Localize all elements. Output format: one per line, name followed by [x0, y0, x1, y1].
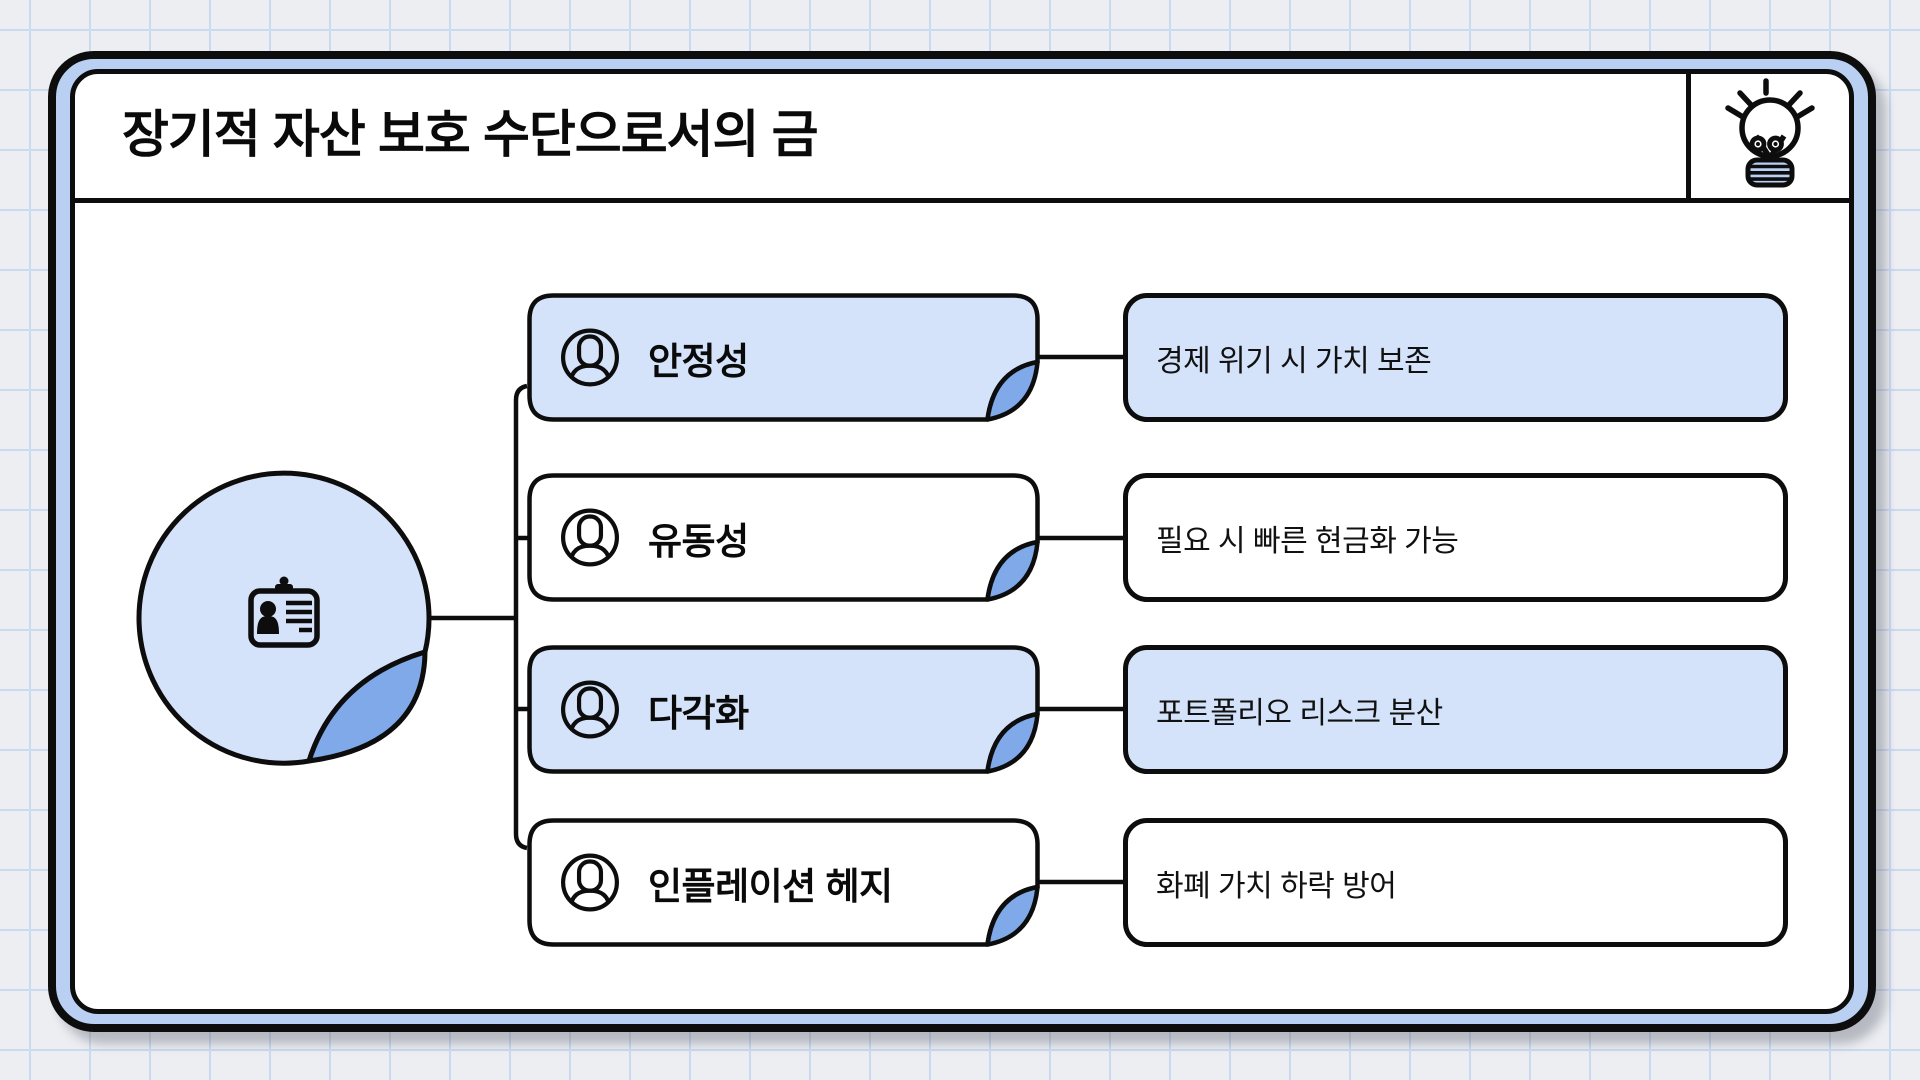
node-label: 다각화 — [648, 692, 749, 734]
node-label: 유동성 — [648, 520, 749, 562]
fold-corner — [985, 539, 1040, 602]
header-icon-divider — [1686, 72, 1691, 203]
center-circle — [136, 470, 432, 766]
desc-box: 필요 시 빠른 현금화 가능 — [1123, 473, 1788, 602]
desc-box: 화폐 가치 하락 방어 — [1123, 818, 1788, 947]
node-box-stability: 안정성 — [527, 293, 1040, 422]
fold-corner — [985, 359, 1040, 422]
fold-corner — [306, 649, 428, 764]
lightbulb-icon — [1725, 78, 1815, 188]
header-divider — [73, 198, 1852, 203]
node-label: 안정성 — [648, 340, 749, 382]
desc-text: 필요 시 빠른 현금화 가능 — [1156, 524, 1459, 558]
node-label: 인플레이션 헤지 — [648, 865, 893, 907]
node-box-inflation-hedge: 인플레이션 헤지 — [527, 818, 1040, 947]
fold-corner — [985, 884, 1040, 947]
desc-text: 경제 위기 시 가치 보존 — [1156, 344, 1432, 378]
id-card-icon — [248, 576, 320, 648]
page-title: 장기적 자산 보호 수단으로서의 금 — [122, 106, 819, 163]
desc-text: 포트폴리오 리스크 분산 — [1156, 696, 1443, 730]
desc-box: 경제 위기 시 가치 보존 — [1123, 293, 1788, 422]
connector-trunk — [513, 383, 528, 851]
node-box-diversification: 다각화 — [527, 645, 1040, 774]
desc-box: 포트폴리오 리스크 분산 — [1123, 645, 1788, 774]
desc-text: 화폐 가치 하락 방어 — [1156, 869, 1397, 903]
fold-corner — [985, 711, 1040, 774]
node-box-liquidity: 유동성 — [527, 473, 1040, 602]
